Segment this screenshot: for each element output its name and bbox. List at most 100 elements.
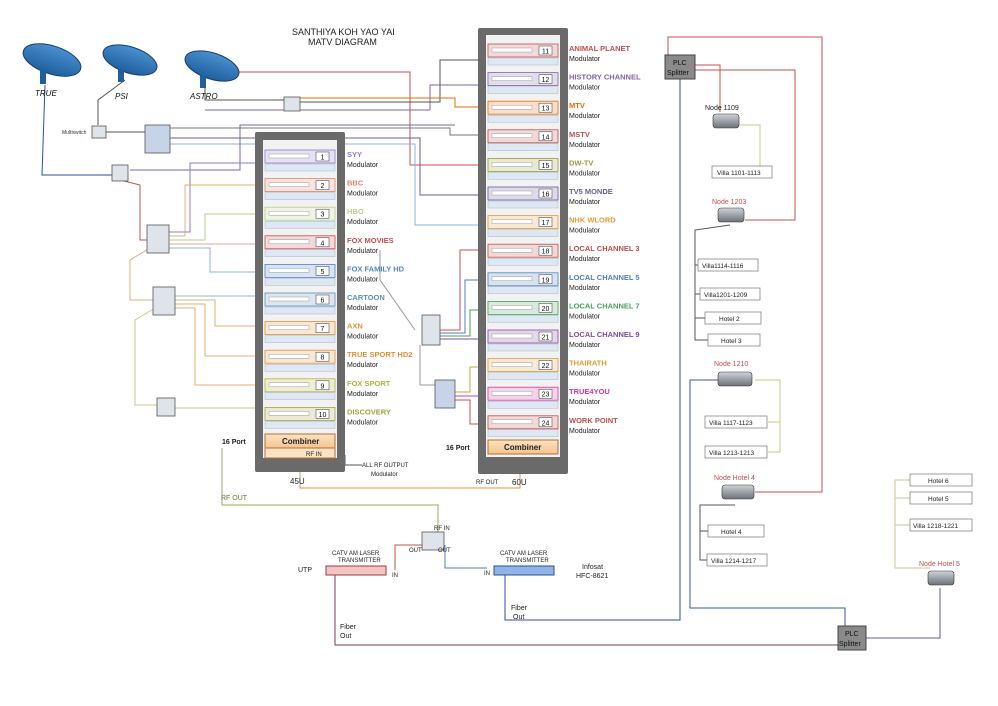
modulator-unit-7-number: 7 xyxy=(321,326,325,333)
diagram-title-line2: MATV DIAGRAM xyxy=(308,37,377,47)
modulator-unit-9-number-box xyxy=(315,380,330,391)
transmitter-1: CATV AM LASER TRANSMITTER IN xyxy=(325,551,398,579)
modulator-unit-13: 13 xyxy=(487,100,559,123)
channel-modulator-label-15: Modulator xyxy=(569,170,601,177)
channel-name-12: HISTORY CHANNEL xyxy=(569,73,641,82)
infosat-line1: Infosat xyxy=(582,564,603,571)
rf-out-label: RF OUT xyxy=(221,495,248,502)
dest-box-villa-1218-1221 xyxy=(909,518,973,532)
modulator-unit-3-number: 3 xyxy=(321,212,325,219)
dest-villa1201-1209: Villa1201-1209 xyxy=(704,292,748,299)
transmitter-2: CATV AM LASER TRANSMITTER IN xyxy=(484,551,555,577)
dest-box-hotel-6 xyxy=(909,473,973,487)
modulator-unit-22-shelf xyxy=(487,372,559,380)
modulator-unit-2: 2 xyxy=(264,178,336,200)
node-1109-label: Node 1109 xyxy=(705,105,739,112)
destination-boxes xyxy=(697,165,973,567)
modulator-unit-3-shelf xyxy=(264,220,336,229)
modulator-unit-13-slot xyxy=(491,104,533,110)
modulator-unit-23-slot xyxy=(491,391,533,396)
node-hotel-5-icon xyxy=(927,570,955,586)
modulator-unit-22-number: 22 xyxy=(542,363,550,370)
fiber-out-1-line2: Out xyxy=(340,633,351,640)
modulator-unit-17-number-box xyxy=(538,217,553,227)
modulator-unit-21-shelf xyxy=(487,343,559,352)
channel-modulator-label-12: Modulator xyxy=(569,85,601,92)
node-1109-icon xyxy=(712,113,740,129)
modulator-unit-16-number: 16 xyxy=(542,192,550,199)
plc-splitter-top-line1: PLC xyxy=(673,60,687,67)
modulator-unit-24-shelf xyxy=(487,429,559,437)
channel-modulator-label-16: Modulator xyxy=(569,199,601,206)
channel-name-8: TRUE SPORT HD2 xyxy=(347,350,412,359)
node-1203-icon xyxy=(717,207,745,223)
dest-hotel-3: Hotel 3 xyxy=(721,338,742,345)
modulator-unit-16-number-box xyxy=(538,188,553,199)
modulator-unit-10-slot xyxy=(268,411,310,416)
splitter-icon-b xyxy=(111,164,129,182)
dest-hotel-2: Hotel 2 xyxy=(719,316,740,323)
multiswitch-icon xyxy=(91,125,107,139)
modulator-unit-8-shelf xyxy=(264,364,336,372)
all-rf-output-line1: ALL RF OUTPUT xyxy=(362,463,409,469)
transmitter-2-line1: CATV AM LASER xyxy=(500,551,548,557)
modulator-unit-12-number: 12 xyxy=(542,77,550,84)
modulator-unit-20-number-box xyxy=(538,303,553,313)
channel-name-2: BBC xyxy=(347,179,364,188)
modulator-unit-7-shelf xyxy=(264,335,336,343)
modulator-unit-21-number: 21 xyxy=(542,335,550,342)
modulator-unit-22: 22 xyxy=(487,358,559,380)
multiswitch-icon-2 xyxy=(144,124,171,154)
dest-box-hotel-3 xyxy=(707,333,761,347)
rf-splitter-rfin: RF IN xyxy=(434,526,450,532)
dest-villa-1218-1221: Villa 1218-1221 xyxy=(913,523,958,530)
node-hotel-4-label: Node Hotel 4 xyxy=(714,475,755,482)
splitter-icon-d xyxy=(152,286,176,316)
channel-name-15: DW-TV xyxy=(569,158,593,167)
modulator-unit-15: 15 xyxy=(487,157,559,180)
combiner-45u-rfin: RF IN xyxy=(306,452,322,458)
modulator-unit-15-slot xyxy=(491,162,533,167)
node-hotel-5-label: Node Hotel 5 xyxy=(919,561,960,568)
modulator-unit-5-shelf xyxy=(264,278,336,286)
fiber-out-2-line1: Fiber xyxy=(511,605,528,612)
channel-name-1: SYY xyxy=(347,150,362,159)
modulator-unit-10-number-box xyxy=(315,409,330,419)
modulator-unit-16: 16 xyxy=(487,186,559,209)
node-hotel-5: Node Hotel 5 xyxy=(919,561,960,586)
utp-label: UTP xyxy=(298,567,312,574)
plc-splitter-top-icon xyxy=(664,54,696,80)
plc-splitter-bottom-icon xyxy=(837,625,867,651)
modulator-unit-19: 19 xyxy=(487,272,559,294)
modulator-unit-4-shelf xyxy=(264,249,336,258)
channel-modulator-label-3: Modulator xyxy=(347,219,379,226)
dish-psi-label: PSI xyxy=(115,92,129,101)
modulator-unit-9-number: 9 xyxy=(321,383,325,390)
channel-name-9: FOX SPORT xyxy=(347,379,391,388)
modulator-unit-5-number: 5 xyxy=(321,269,325,276)
modulator-unit-24-slot xyxy=(491,419,533,424)
modulator-unit-22-number-box xyxy=(538,360,553,370)
channel-modulator-label-7: Modulator xyxy=(347,334,379,341)
modulator-unit-1-shelf xyxy=(264,163,336,172)
modulator-unit-6-number-box xyxy=(315,294,330,305)
rack-60u-rf-out: RF OUT xyxy=(476,480,499,486)
splitter-icon-f xyxy=(421,314,441,346)
combiner-45u-label: Combiner xyxy=(282,437,319,446)
channel-name-21: LOCAL CHANNEL 9 xyxy=(569,330,640,339)
node-1109: Node 1109 xyxy=(705,105,740,129)
transmitter-2-icon xyxy=(493,565,555,576)
modulator-unit-23-number: 23 xyxy=(542,392,550,399)
modulator-unit-19-number: 19 xyxy=(542,277,550,284)
plc-splitter-top: PLC Splitter xyxy=(664,54,696,80)
modulator-unit-13-shelf xyxy=(487,114,559,123)
modulator-unit-4: 4 xyxy=(264,235,336,258)
channel-name-19: LOCAL CHANNEL 5 xyxy=(569,273,640,282)
splitter-icon-c xyxy=(146,224,170,254)
modulator-unit-18-slot xyxy=(491,247,533,253)
channel-modulator-label-6: Modulator xyxy=(347,305,379,312)
all-rf-output-line2: Modulator xyxy=(371,472,398,478)
